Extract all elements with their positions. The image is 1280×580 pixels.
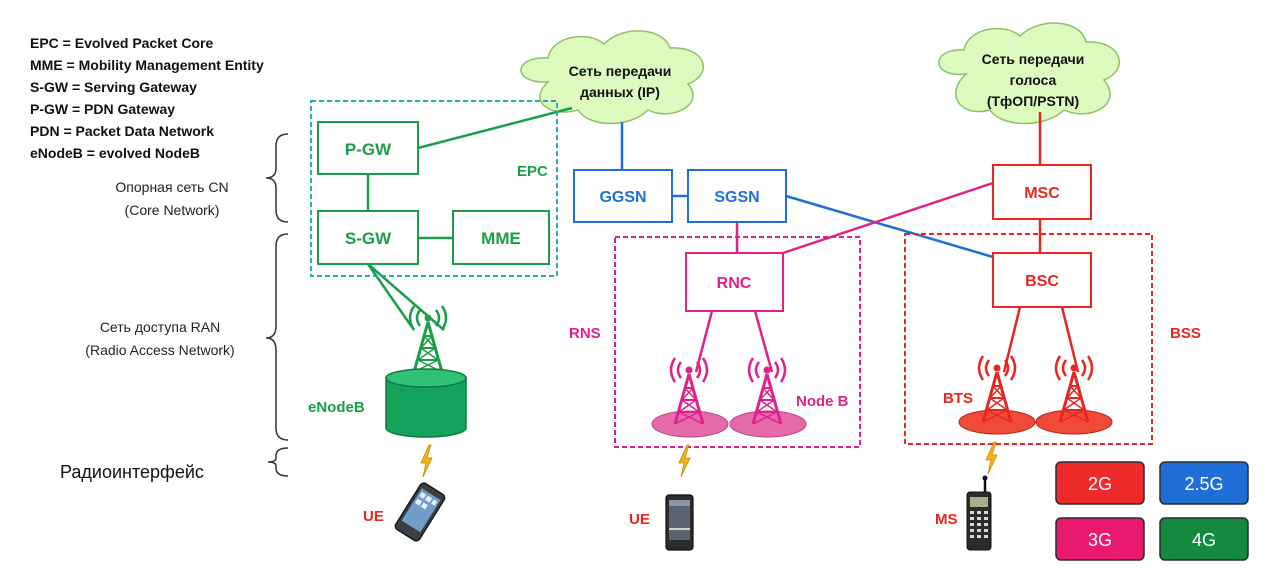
link-rnc-nodeb2 [753, 310, 774, 373]
link-sgsn-bsc [785, 194, 994, 259]
bts-label: BTS [943, 390, 973, 407]
air-interface-label: Радиоинтерфейс [60, 462, 204, 482]
bss-label: BSS [1170, 325, 1201, 342]
brace-air [267, 447, 289, 477]
abbr-enodeb: eNodeB = evolved NodeB [30, 145, 200, 161]
legend-4g-label: 4G [1192, 530, 1216, 550]
ggsn-label: GGSN [599, 189, 646, 206]
data-cloud-line2: данных (IP) [580, 84, 660, 100]
bsc-node[interactable]: BSC [992, 252, 1092, 308]
epc-label: EPC [517, 163, 548, 180]
rns-label: RNS [569, 325, 601, 342]
link-rnc-nodeb1 [694, 310, 714, 373]
rns-frame [614, 236, 861, 448]
msc-node[interactable]: MSC [992, 164, 1092, 220]
lightning-icon-lte [420, 444, 433, 478]
rnc-label: RNC [717, 275, 752, 292]
data-network-cloud: Сеть передачи данных (IP) [520, 30, 705, 125]
data-cloud-line1: Сеть передачи [569, 63, 672, 79]
left-braces [265, 133, 289, 477]
brace-core [265, 133, 289, 223]
ms-phone-icon [966, 475, 992, 551]
mme-label: MME [481, 229, 521, 248]
abbr-pdn: PDN = Packet Data Network [30, 123, 214, 139]
link-pgw-cloud [417, 106, 573, 150]
core-network-label: Опорная сеть CN [115, 179, 228, 195]
ue-umts-phone-icon [665, 494, 694, 551]
sgw-label: S-GW [345, 229, 392, 248]
generation-legend: 2G 2.5G 3G 4G [1055, 461, 1249, 561]
sgsn-label: SGSN [714, 189, 759, 206]
bsc-label: BSC [1025, 273, 1059, 290]
pgw-label: P-GW [345, 140, 392, 159]
nodeb1-base [651, 410, 729, 438]
pgw-node[interactable]: P-GW [317, 121, 419, 175]
gsm-links [1002, 112, 1080, 373]
nodeb2-base [729, 410, 807, 438]
bts1-base [958, 409, 1036, 435]
mme-node[interactable]: MME [452, 210, 550, 265]
brace-ran [265, 233, 289, 441]
legend-4g: 4G [1159, 517, 1249, 561]
ue-lte-label: UE [363, 508, 384, 525]
enodeb-cylinder-icon [385, 368, 467, 438]
epc-frame [310, 100, 558, 277]
lightning-icon-gsm [985, 441, 998, 475]
voice-cloud-line2: голоса [1010, 72, 1057, 88]
ue-lte-phone-icon [394, 482, 446, 542]
enodeb-label: eNodeB [308, 399, 365, 416]
voice-cloud-shape [938, 22, 1121, 125]
legend-3g-label: 3G [1088, 530, 1112, 550]
bss-frame [904, 233, 1153, 445]
legend-2-5g: 2.5G [1159, 461, 1249, 505]
ran-label: Сеть доступа RAN [100, 319, 220, 335]
abbr-epc: EPC = Evolved Packet Core [30, 35, 213, 51]
legend-2-5g-label: 2.5G [1184, 474, 1223, 494]
legend-2g-label: 2G [1088, 474, 1112, 494]
voice-cloud-line1: Сеть передачи [982, 51, 1085, 67]
legend-3g: 3G [1055, 517, 1145, 561]
voice-network-cloud: Сеть передачи голоса (ТфОП/PSTN) [938, 22, 1121, 125]
sgw-node[interactable]: S-GW [317, 210, 419, 265]
enodeb-tower-icon [408, 304, 448, 374]
link-bsc-bts2 [1060, 306, 1080, 373]
ue-umts-label: UE [629, 511, 650, 528]
core-network-sublabel: (Core Network) [125, 202, 220, 218]
legend-2g: 2G [1055, 461, 1145, 505]
bts2-base [1035, 409, 1113, 435]
link-rnc-msc [782, 181, 994, 255]
ggsn-node[interactable]: GGSN [573, 169, 673, 223]
rnc-node[interactable]: RNC [685, 252, 784, 312]
data-cloud-shape [520, 30, 705, 125]
lightning-icon-umts [678, 444, 691, 478]
abbr-sgw: S-GW = Serving Gateway [30, 79, 197, 95]
sgsn-node[interactable]: SGSN [687, 169, 787, 223]
gprs-links [620, 122, 994, 259]
voice-cloud-line3: (ТфОП/PSTN) [987, 93, 1079, 109]
abbr-pgw: P-GW = PDN Gateway [30, 101, 175, 117]
ran-sublabel: (Radio Access Network) [85, 342, 234, 358]
nodeb-label: Node B [796, 393, 849, 410]
abbr-mme: MME = Mobility Management Entity [30, 57, 264, 73]
ms-label: MS [935, 511, 958, 528]
abbreviation-legend: EPC = Evolved Packet Core MME = Mobility… [30, 35, 264, 161]
msc-label: MSC [1024, 185, 1060, 202]
